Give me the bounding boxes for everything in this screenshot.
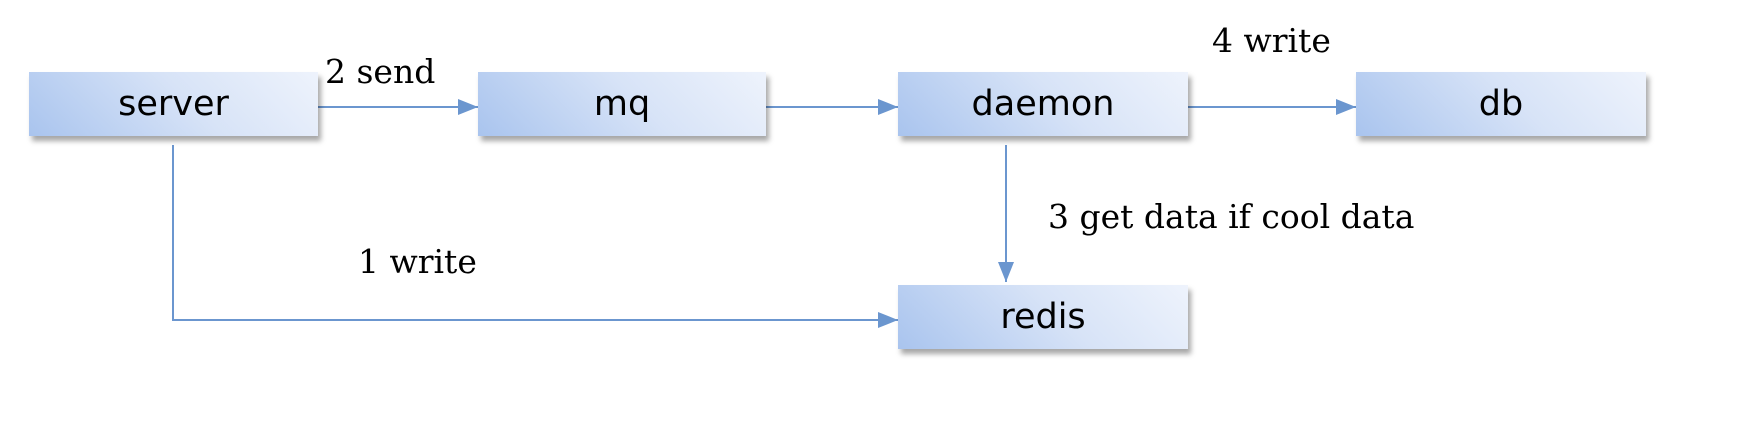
edge-label-send: 2 send xyxy=(325,52,436,91)
node-daemon: daemon xyxy=(898,72,1188,136)
edge-server-to-redis xyxy=(172,145,898,328)
node-db: db xyxy=(1356,72,1646,136)
node-mq-label: mq xyxy=(593,84,651,124)
node-mq: mq xyxy=(478,72,766,136)
edge-label-db-write: 4 write xyxy=(1212,21,1331,60)
node-db-label: db xyxy=(1478,84,1524,124)
node-server: server xyxy=(29,72,318,136)
edge-label-redis-write: 1 write xyxy=(358,242,477,281)
node-server-label: server xyxy=(118,84,229,124)
node-redis-label: redis xyxy=(1000,297,1086,337)
edge-label-get-data: 3 get data if cool data xyxy=(1048,197,1415,236)
node-redis: redis xyxy=(898,285,1188,349)
node-daemon-label: daemon xyxy=(971,84,1115,124)
